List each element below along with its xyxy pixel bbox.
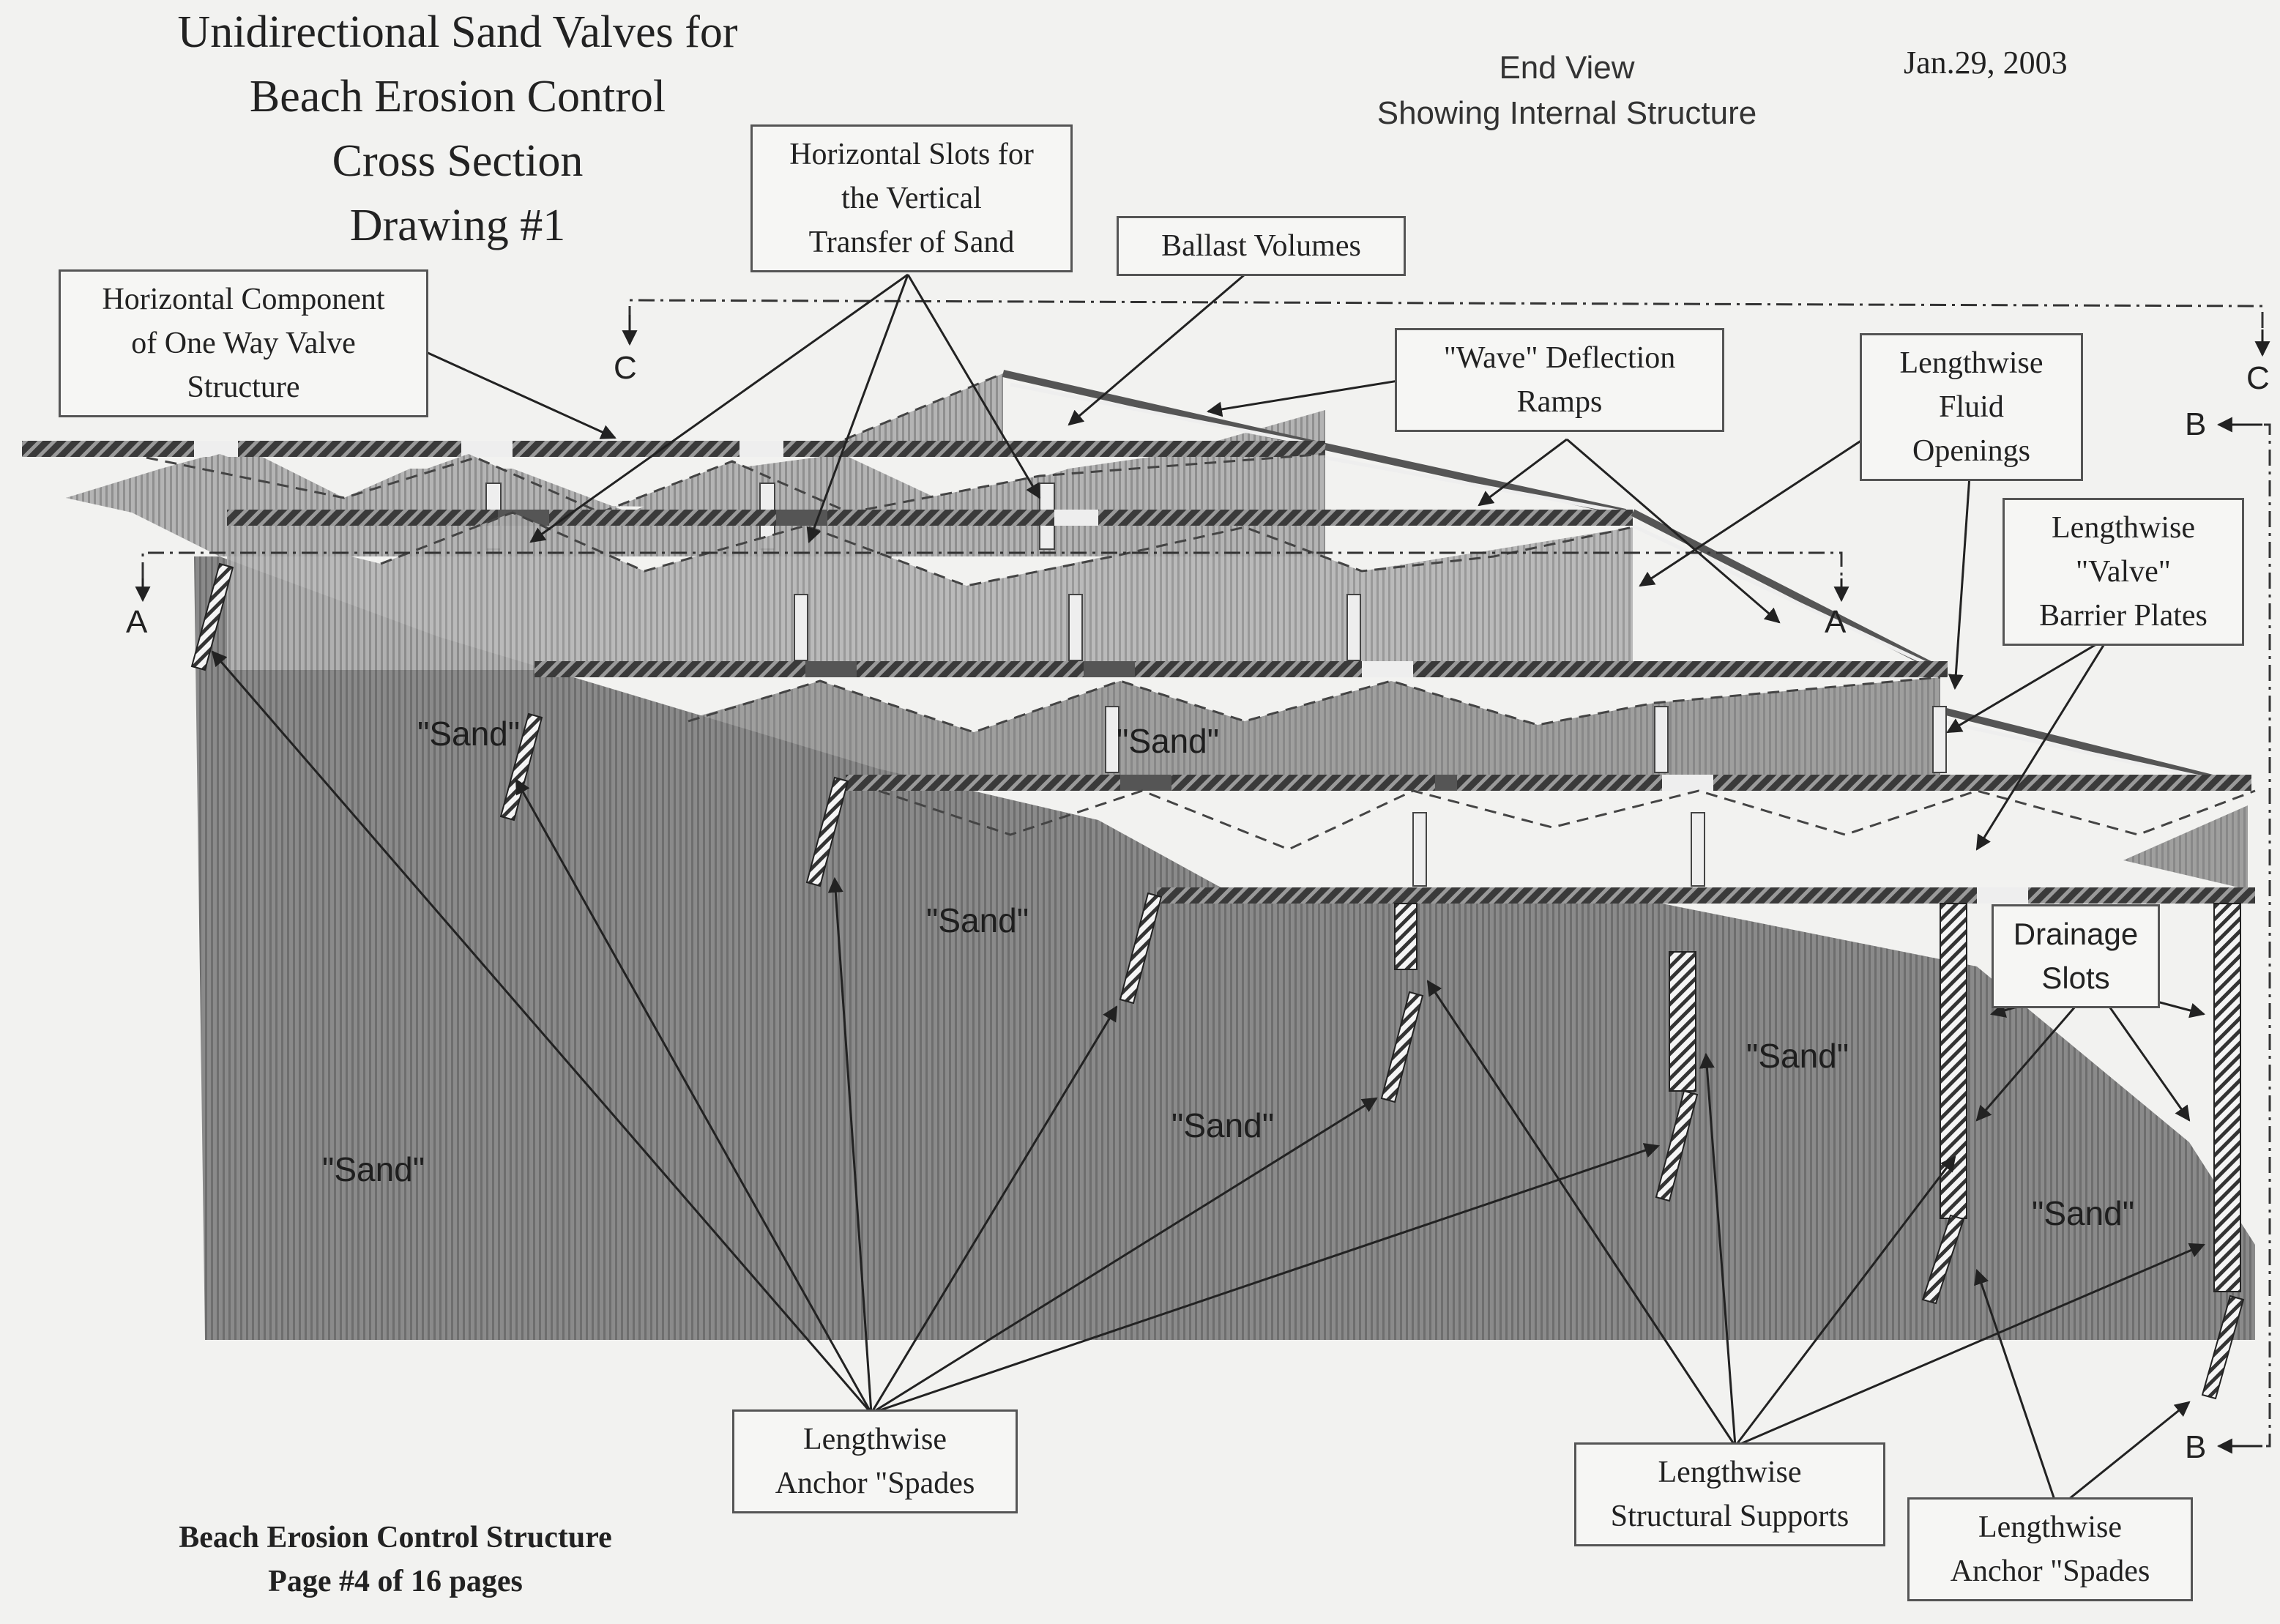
section-marker-b: B [2185,406,2207,442]
support-column [1669,951,1696,1092]
section-marker-c: C [614,350,637,386]
sand-label: "Sand" [1117,722,1220,760]
title-line-3: Cross Section [332,136,584,186]
section-marker-c: C [2246,360,2270,396]
callout-text: Lengthwise [1658,1456,1802,1489]
sand-label: "Sand" [2032,1194,2135,1232]
callout-horizontal-component: Horizontal Component of One Way Valve St… [59,269,428,417]
callout-text: Structural Supports [1610,1500,1849,1533]
title-line-1: Unidirectional Sand Valves for [177,7,738,57]
section-arrows [135,315,2270,1454]
drawing-date: Jan.29, 2003 [1904,45,2068,81]
callout-text: Barrier Plates [2039,599,2208,633]
valve-tier-1 [22,370,1327,457]
valve-tier-4 [681,676,2251,791]
callout-text: Ballast Volumes [1161,229,1361,263]
callout-text: Transfer of Sand [808,226,1015,259]
callout-ballast-volumes: Ballast Volumes [1117,216,1406,276]
callout-text: Lengthwise [2052,511,2195,545]
title-line-2: Beach Erosion Control [249,72,666,122]
footer-line-1: Beach Erosion Control Structure [179,1521,612,1554]
callout-text: of One Way Valve [131,327,356,360]
callout-text: Horizontal Slots for [789,138,1034,171]
valve-tier-5 [878,789,2256,904]
footer-line-2: Page #4 of 16 pages [268,1565,523,1598]
section-marker-b: B [2185,1429,2207,1465]
callout-anchor-spades-left: Lengthwise Anchor "Spades [732,1409,1018,1513]
callout-text: Ramps [1516,385,1603,419]
section-marker-a: A [126,604,148,640]
view-caption-line-2: Showing Internal Structure [1376,95,1757,131]
callout-text: Horizontal Component [102,283,385,316]
callout-drainage-slots: Drainage Slots [1992,904,2160,1008]
sand-label: "Sand" [926,901,1029,939]
callout-text: Anchor "Spades [1950,1554,2150,1588]
callout-horizontal-slots: Horizontal Slots for the Vertical Transf… [750,124,1073,272]
callout-text: the Vertical [841,182,982,215]
sand-label: "Sand" [322,1150,425,1188]
sand-label: "Sand" [417,715,521,753]
callout-text: "Wave" Deflection [1443,341,1676,375]
section-marker-a: A [1825,604,1847,640]
callout-text: Anchor "Spades [775,1467,975,1500]
callout-text: Fluid [1939,390,2004,424]
title-block: Unidirectional Sand Valves for Beach Ero… [44,0,871,258]
sand-label: "Sand" [1171,1106,1275,1144]
callout-text: Slots [2041,961,2110,995]
view-caption: End View Showing Internal Structure [1289,45,1845,136]
drainage-column [2213,903,2241,1292]
support-column [1394,903,1417,970]
callout-anchor-spades-right: Lengthwise Anchor "Spades [1907,1497,2193,1601]
title-line-4: Drawing #1 [349,201,566,250]
callout-text: Drainage [2013,917,2139,951]
anchor-spades [190,562,2245,1400]
callout-text: Lengthwise [803,1423,947,1456]
callout-valve-barrier-plates: Lengthwise "Valve" Barrier Plates [2003,498,2244,646]
callout-text: Openings [1912,434,2030,468]
callout-text: Lengthwise [1978,1511,2122,1544]
view-caption-line-1: End View [1499,50,1635,86]
sand-label: "Sand" [1746,1037,1849,1075]
footer-block: Beach Erosion Control Structure Page #4 … [110,1516,681,1603]
callout-fluid-openings: Lengthwise Fluid Openings [1860,333,2083,481]
callout-wave-deflection-ramps: "Wave" Deflection Ramps [1395,328,1724,432]
callout-text: Lengthwise [1899,346,2044,380]
callout-text: Structure [187,370,300,404]
callout-structural-supports: Lengthwise Structural Supports [1574,1442,1885,1546]
callout-text: "Valve" [2076,555,2171,589]
